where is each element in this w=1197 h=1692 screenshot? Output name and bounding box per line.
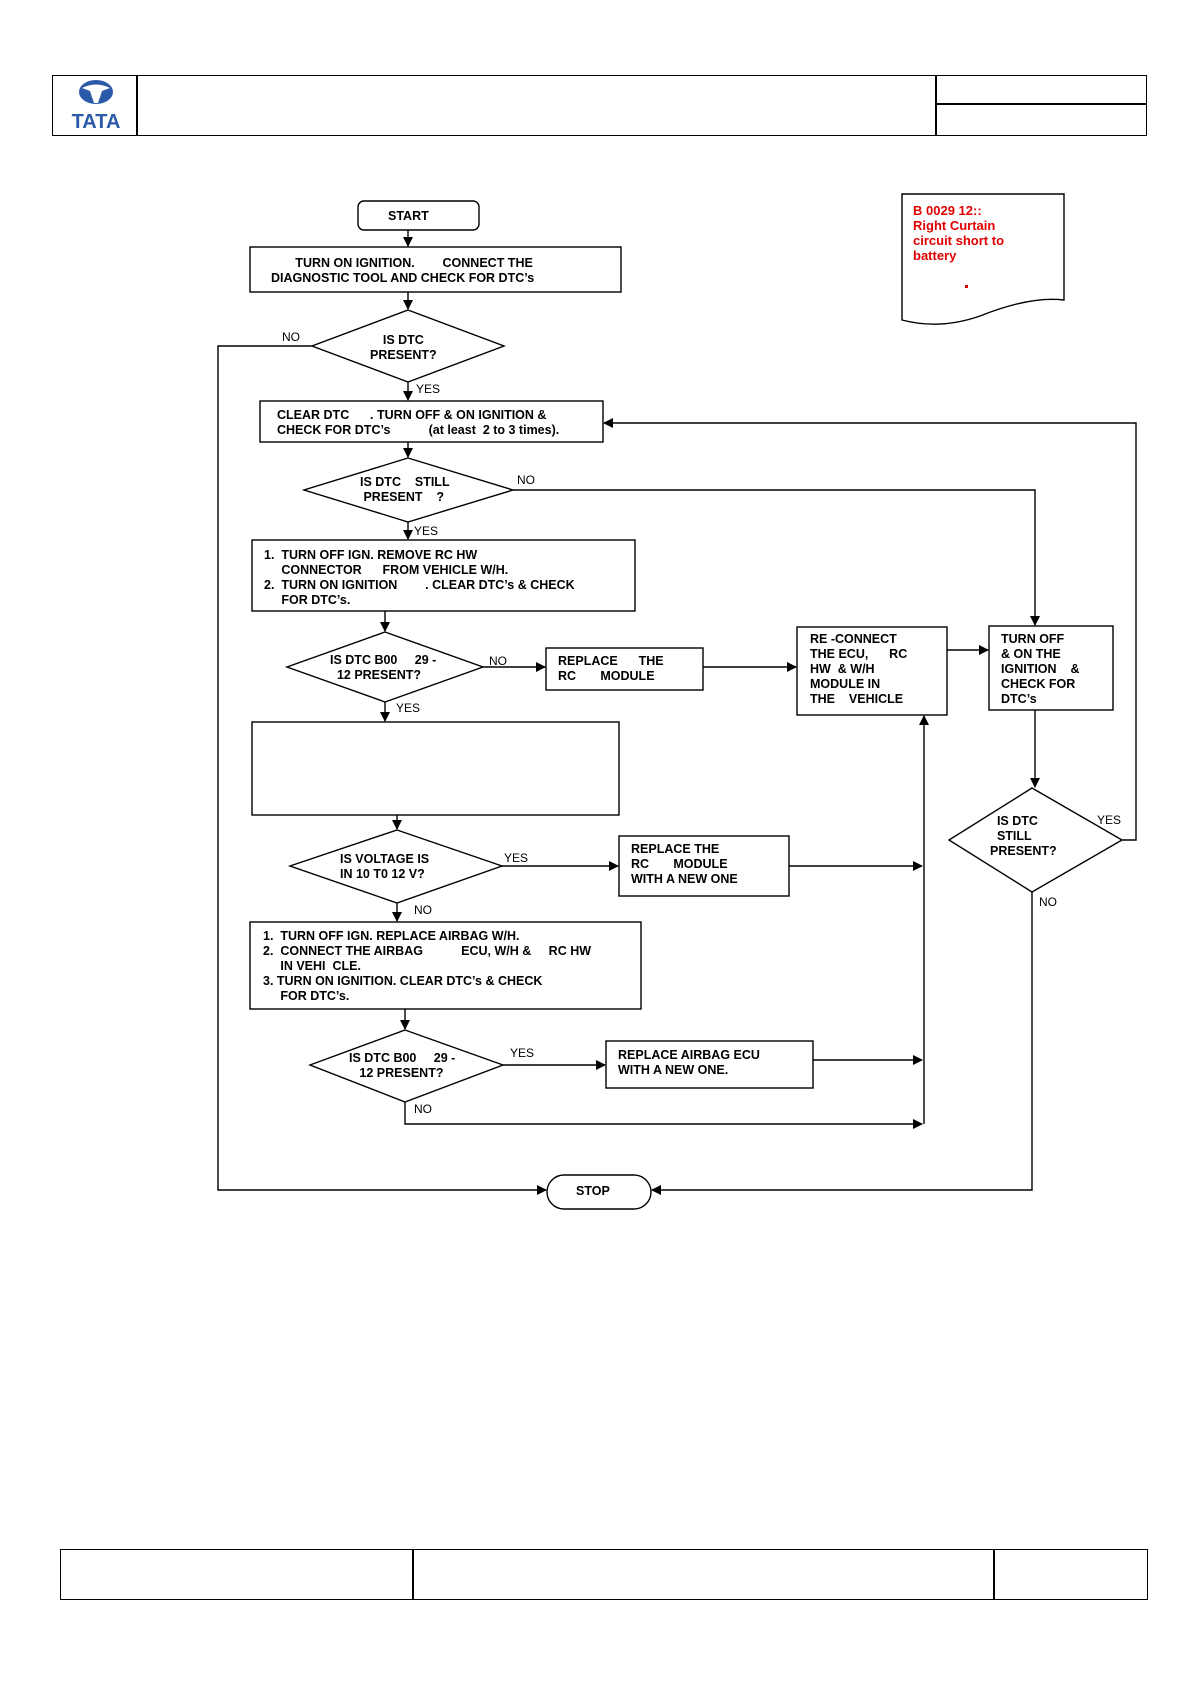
step-replace-airbag-ecu-box	[605, 1040, 814, 1089]
tata-logo-wordmark: TATA	[72, 111, 121, 133]
label-no-b0029-2: NO	[414, 1102, 432, 1116]
step-replace-airbag-wh-text: 1. TURN OFF IGN. REPLACE AIRBAG W/H. 2. …	[263, 929, 592, 1003]
label-yes-still-present-2: YES	[1097, 813, 1122, 827]
start-terminal	[357, 200, 480, 231]
decision-voltage-text: IS VOLTAGE IS IN 10 T0 12 V?	[340, 852, 430, 881]
label-yes-b0029-1: YES	[396, 701, 421, 715]
dtc-note-box	[901, 193, 1065, 325]
step-ignition-box	[249, 246, 622, 293]
dtc-note-line-1: B 0029 12::	[913, 203, 982, 218]
footer-right-cell	[993, 1549, 1148, 1600]
label-yes-voltage: YES	[504, 851, 529, 865]
step-ignition-text: TURN ON IGNITION. CONNECT THE DIAGNOSTIC…	[271, 256, 535, 285]
footer-left-cell	[60, 1549, 414, 1600]
arrow-still2-yes-to-clear	[603, 418, 1137, 841]
label-yes-dtc-present: YES	[416, 382, 441, 396]
header-logo-cell	[52, 75, 138, 136]
tata-logo-icon: TATA	[72, 80, 121, 133]
label-no-still-present: NO	[517, 473, 535, 487]
header-title-cell	[136, 75, 937, 136]
label-no-voltage: NO	[414, 903, 432, 917]
stop-label: STOP	[576, 1184, 610, 1198]
step-replace-airbag-wh-box	[249, 921, 642, 1010]
step-turn-off-on-text: TURN OFF & ON THE IGNITION & CHECK FOR D…	[1001, 632, 1080, 706]
step-turn-off-on-box	[988, 625, 1114, 711]
dtc-note-line-2: Right Curtain	[913, 218, 996, 233]
step-replace-rc-text: REPLACE THE RC MODULE	[558, 654, 664, 683]
step-blank-box	[251, 721, 620, 816]
decision-b0029-present-1-text: IS DTC B00 29 - 12 PRESENT?	[330, 653, 437, 682]
label-no-b0029-1: NO	[489, 654, 507, 668]
label-yes-b0029-2: YES	[510, 1046, 535, 1060]
step-replace-rc-box	[545, 647, 704, 691]
arrow-decision-no-to-stop	[217, 345, 547, 1195]
label-no-still-present-2: NO	[1039, 895, 1057, 909]
label-no-dtc-present: NO	[282, 330, 300, 344]
step-remove-rc-text: 1. TURN OFF IGN. REMOVE RC HW CONNECTOR …	[264, 548, 575, 607]
dtc-note-dot	[965, 285, 968, 288]
tata-logo: TATA	[62, 77, 130, 133]
decision-dtc-present-text: IS DTC PRESENT?	[370, 333, 437, 362]
step-clear-dtc-text: CLEAR DTC . TURN OFF & ON IGNITION & CHE…	[277, 408, 560, 437]
dtc-note-line-3: circuit short to	[913, 233, 1005, 248]
footer-middle-cell	[412, 1549, 995, 1600]
header-ref-cell-top	[935, 75, 1147, 105]
header-ref-cell-bottom	[935, 103, 1147, 136]
dtc-note-line-4: battery	[913, 248, 957, 263]
start-label: START	[388, 209, 429, 223]
decision-b0029-present-2-text: IS DTC B00 29 - 12 PRESENT?	[349, 1051, 456, 1080]
decision-dtc-still-present-2-text: IS DTC STILL PRESENT?	[990, 814, 1057, 858]
step-reconnect-box	[796, 626, 948, 716]
step-remove-rc-box	[251, 539, 636, 612]
label-yes-still-present: YES	[414, 524, 439, 538]
decision-dtc-still-present-text: IS DTC STILL PRESENT ?	[360, 475, 450, 504]
arrow-still-no-to-turnoff	[513, 489, 1040, 626]
step-replace-airbag-ecu-text: REPLACE AIRBAG ECU WITH A NEW ONE.	[618, 1048, 760, 1077]
step-replace-rc-new-text: REPLACE THE RC MODULE WITH A NEW ONE	[631, 842, 738, 886]
arrow-still2-no-to-stop	[651, 892, 1033, 1195]
step-reconnect-text: RE -CONNECT THE ECU, RC HW & W/H MODULE …	[810, 632, 908, 706]
arrow-b0029-2-no-to-bus	[404, 1102, 923, 1129]
